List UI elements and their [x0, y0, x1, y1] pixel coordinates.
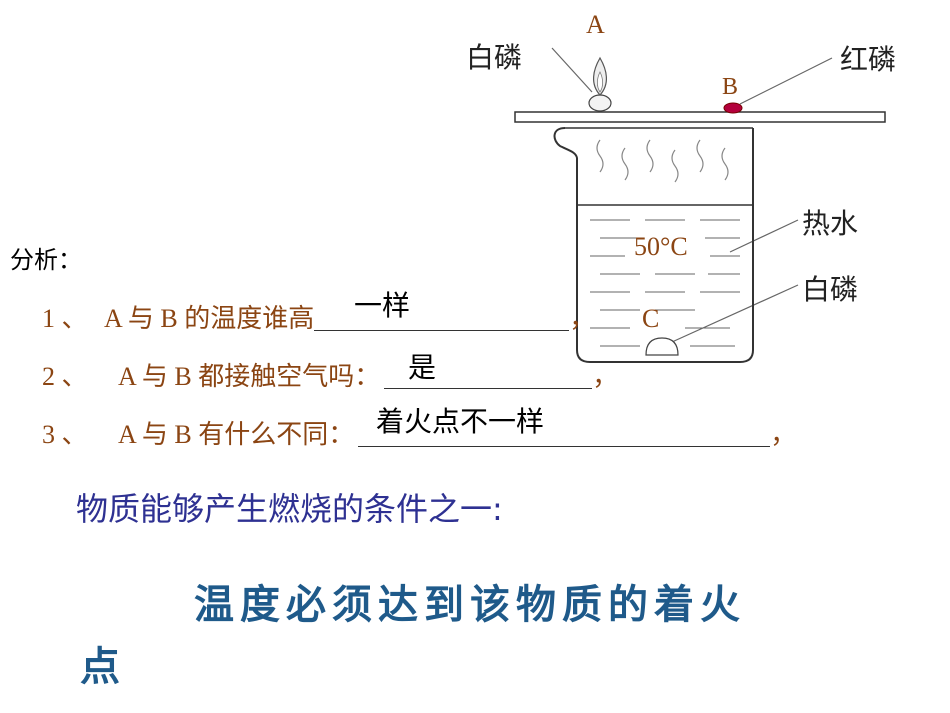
water-hatching [590, 219, 740, 347]
question-3: 3 、 A 与 B 有什么不同： ， [42, 414, 796, 451]
white-phosphorus-lump-top [588, 94, 612, 112]
leader-line-red-phosphorus [739, 57, 833, 105]
question-1-text: A 与 B 的温度谁高 [104, 304, 315, 333]
conclusion-line-2: 温度必须达到该物质的着火 [194, 582, 746, 628]
question-3-blank [358, 420, 771, 447]
leader-line-white-phosphorus-bottom [671, 284, 799, 343]
beaker-outline [553, 127, 754, 363]
answer-3: 着火点不一样 [376, 405, 545, 438]
label-white-phosphorus-bottom: 白磷 [802, 273, 859, 306]
red-phosphorus-lump [723, 102, 743, 114]
question-3-number: 3 、 [42, 420, 88, 449]
leader-line-hot-water [729, 219, 799, 253]
beaker-diagram: A B 白磷 红磷 热水 50°C 白磷 C [440, 0, 950, 380]
conclusion-line-1: 物质能够产生燃烧的条件之一: [76, 490, 503, 528]
label-a: A [586, 10, 605, 39]
question-2-text: A 与 B 都接触空气吗： [118, 362, 381, 391]
vapour-wisps [596, 139, 729, 183]
question-1: 1 、 A 与 B 的温度谁高 ， [42, 298, 595, 335]
question-1-number: 1 、 [42, 304, 88, 333]
question-2-end: ， [592, 362, 619, 391]
label-b: B [722, 74, 739, 100]
label-temperature: 50°C [634, 232, 688, 261]
conclusion-line-3: 点 [80, 644, 120, 690]
analysis-heading: 分析： [10, 246, 82, 274]
label-red-phosphorus: 红磷 [840, 43, 897, 76]
leader-line-white-phosphorus-top [551, 47, 593, 93]
question-3-text: A 与 B 有什么不同： [118, 420, 355, 449]
question-3-end: ， [770, 420, 797, 449]
beaker-illustration [514, 47, 886, 363]
copper-plate [514, 111, 886, 123]
question-2-number: 2 、 [42, 362, 88, 391]
inner-flame-icon [596, 71, 604, 93]
label-white-phosphorus-top: 白磷 [466, 41, 523, 74]
answer-2: 是 [408, 351, 437, 384]
question-1-end: ， [569, 304, 596, 333]
question-2-blank [384, 362, 593, 389]
question-2: 2 、 A 与 B 都接触空气吗： ， [42, 356, 618, 393]
white-phosphorus-lump-bottom [645, 337, 679, 356]
label-c: C [642, 304, 660, 333]
question-1-blank [314, 304, 570, 331]
label-hot-water: 热水 [802, 207, 859, 240]
answer-1: 一样 [354, 289, 411, 322]
